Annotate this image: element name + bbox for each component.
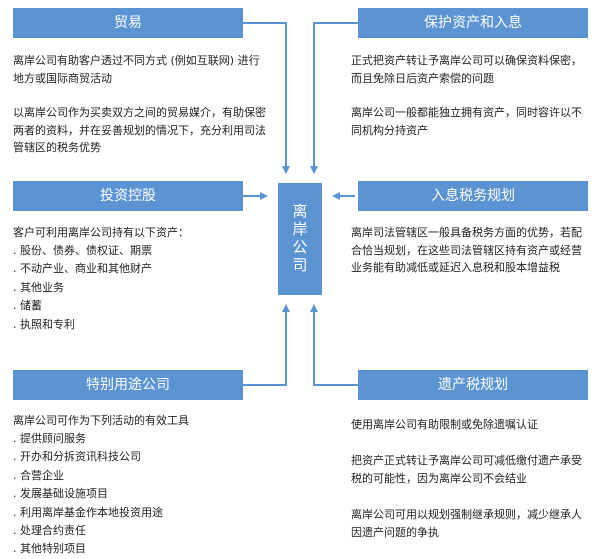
income-tax-planning-title: 入息税务规划 — [431, 188, 515, 204]
asset-protection-header: 保护资产和入息 — [358, 8, 588, 38]
estate-tax-planning-paragraph-1: 使用离岸公司有助限制或免除遗嘱认证 — [351, 418, 538, 431]
list-item: 处理合约责任 — [13, 522, 269, 540]
asset-protection-paragraph-1: 正式把资产转让予离岸公司可以确保资料保密，而且免除日后资产索偿的问题 — [351, 54, 582, 85]
list-item: 储蓄 — [13, 297, 269, 315]
investment-holding-title: 投资控股 — [100, 188, 156, 204]
asset-protection-paragraph-2: 离岸公司一般都能独立拥有资产，同时容许以不同机构分持资产 — [351, 106, 582, 137]
estate-tax-planning-header: 遗产税规划 — [358, 370, 588, 400]
investment-holding-header: 投资控股 — [13, 181, 243, 211]
arrow-estate-tax — [310, 304, 358, 386]
income-tax-planning-paragraph: 离岸司法管辖区一般具备税务方面的优势，若配合恰当规划，在这些司法管辖区持有资产或… — [351, 226, 582, 274]
trade-title: 贸易 — [114, 15, 142, 31]
estate-tax-planning-paragraph-3: 离岸公司可用以规划强制继承规则，减少继承人因遗产问题的争执 — [351, 508, 582, 539]
trade-header: 贸易 — [13, 8, 243, 38]
list-item: 开办和分拆资讯科技公司 — [13, 448, 269, 466]
list-item: 发展基础设施项目 — [13, 485, 269, 503]
list-item: 不动产业、商业和其他财产 — [13, 260, 269, 278]
special-purpose-list: 提供顾问服务 开办和分拆资讯科技公司 合营企业 发展基础设施项目 利用离岸基金作… — [13, 430, 269, 559]
list-item: 其他业务 — [13, 279, 269, 297]
list-item: 其他特别项目 — [13, 540, 269, 558]
asset-protection-title: 保护资产和入息 — [424, 15, 522, 31]
estate-tax-planning-title: 遗产税规划 — [438, 377, 508, 393]
list-item: 执照和专利 — [13, 316, 269, 334]
list-item: 提供顾问服务 — [13, 430, 269, 448]
arrow-asset-protection — [310, 22, 358, 174]
estate-tax-planning-paragraph-2: 把资产正式转让予离岸公司可减低缴付遗产承受税的可能性，因为离岸公司不会结业 — [351, 454, 582, 485]
special-purpose-title: 特别用途公司 — [86, 377, 170, 393]
special-purpose-header: 特别用途公司 — [13, 370, 243, 400]
center-node-label: 离岸公司 — [290, 203, 309, 275]
center-node-offshore-company: 离岸公司 — [278, 183, 322, 295]
list-item: 合营企业 — [13, 467, 269, 485]
arrow-trade — [243, 22, 290, 174]
trade-paragraph-2: 以离岸公司作为买卖双方之间的贸易媒介，有助保密两者的资料，并在妥善规划的情况下，… — [13, 106, 266, 154]
trade-paragraph-1: 离岸公司有助客户透过不同方式 (例如互联网) 进行地方或国际商贸活动 — [13, 54, 260, 85]
list-item: 利用离岸基金作本地投资用途 — [13, 504, 269, 522]
investment-holding-list: 股份、债券、债权证、期票 不动产业、商业和其他财产 其他业务 储蓄 执照和专利 — [13, 242, 269, 334]
arrow-special-purpose — [243, 304, 290, 386]
special-purpose-intro: 离岸公司可作为下列活动的有效工具 — [13, 414, 189, 427]
income-tax-planning-header: 入息税务规划 — [358, 181, 588, 211]
list-item: 股份、债券、债权证、期票 — [13, 242, 269, 260]
investment-holding-intro: 客户可利用离岸公司持有以下资产： — [13, 226, 189, 239]
